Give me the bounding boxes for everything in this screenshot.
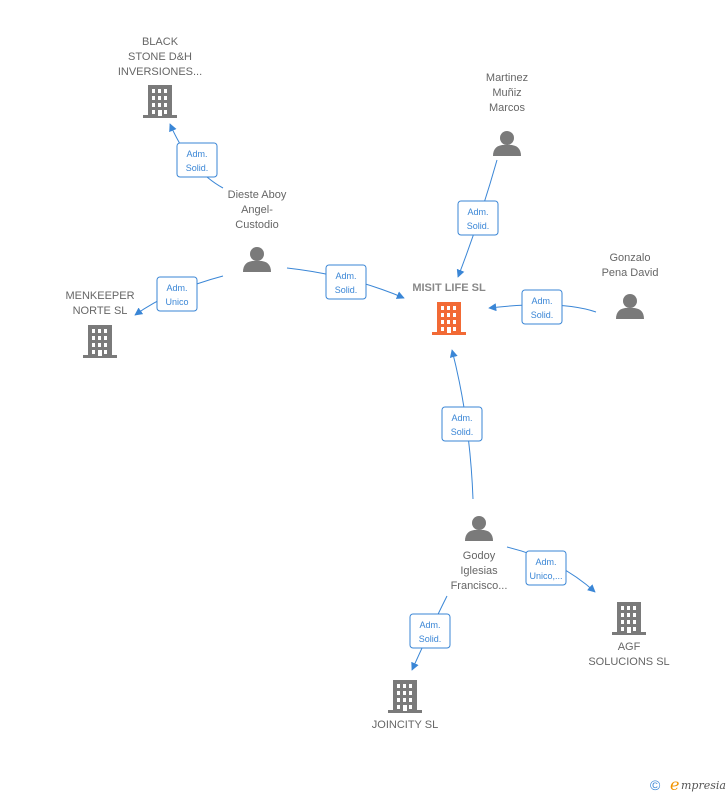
building-icon bbox=[432, 302, 466, 335]
node-misit[interactable]: MISIT LIFE SL bbox=[412, 282, 486, 335]
role-box bbox=[521, 289, 563, 325]
edge-dieste-to-menkeeper: Adm. Unico bbox=[134, 275, 224, 316]
building-icon bbox=[388, 680, 422, 713]
edge-dieste-to-misit: Adm. Solid. bbox=[286, 264, 405, 300]
role-label: Adm. bbox=[451, 413, 472, 423]
node-joincity[interactable]: JOINCITY SL bbox=[372, 680, 438, 731]
role-label: Unico bbox=[165, 297, 188, 307]
role-box bbox=[156, 276, 198, 312]
node-label: Dieste Aboy bbox=[228, 189, 287, 201]
person-icon bbox=[243, 247, 271, 272]
role-box bbox=[441, 406, 483, 442]
building-icon bbox=[83, 325, 117, 358]
edges-layer: Adm.Solid.Adm.UnicoAdm.Solid.Adm.Solid.A… bbox=[134, 123, 597, 671]
edge-godoy-to-misit: Adm. Solid. bbox=[441, 349, 483, 500]
role-box bbox=[176, 142, 218, 178]
role-label: Solid. bbox=[531, 310, 554, 320]
role-label: Solid. bbox=[467, 221, 490, 231]
nodes-layer: BLACK STONE D&H INVERSIONES... MartinezMuñi… bbox=[65, 36, 669, 731]
node-label: STONE D&H bbox=[128, 51, 192, 63]
node-label: NORTE SL bbox=[73, 305, 128, 317]
node-label: Custodio bbox=[235, 219, 278, 231]
copyright-symbol: © bbox=[650, 777, 661, 793]
node-black-stone[interactable]: BLACK STONE D&H INVERSIONES... bbox=[118, 36, 202, 118]
edge-godoy-to-agf: Adm. Unico,... bbox=[506, 546, 596, 593]
node-label: Angel- bbox=[241, 204, 273, 216]
brand-initial: e bbox=[670, 775, 679, 794]
role-label: Unico,... bbox=[529, 571, 562, 581]
node-menkeeper[interactable]: MENKEEPER NORTE SL bbox=[65, 290, 135, 358]
node-label: MISIT LIFE SL bbox=[412, 282, 486, 294]
role-box bbox=[525, 550, 567, 586]
node-label: AGF bbox=[618, 641, 641, 653]
edge-dieste-to-black_stone: Adm. Solid. bbox=[169, 123, 224, 189]
role-label: Adm. bbox=[535, 557, 556, 567]
node-label: Gonzalo bbox=[610, 252, 651, 264]
node-label: SOLUCIONS SL bbox=[588, 656, 669, 668]
role-label: Adm. bbox=[335, 271, 356, 281]
role-label: Adm. bbox=[186, 149, 207, 159]
role-label: Adm. bbox=[531, 296, 552, 306]
edge-martinez-to-misit: Adm. Solid. bbox=[456, 159, 499, 278]
node-label: MENKEEPER bbox=[65, 290, 134, 302]
node-label: INVERSIONES... bbox=[118, 66, 202, 78]
role-label: Solid. bbox=[186, 163, 209, 173]
role-label: Solid. bbox=[451, 427, 474, 437]
node-godoy[interactable]: GodoyIglesiasFrancisco... bbox=[451, 516, 508, 592]
role-label: Adm. bbox=[467, 207, 488, 217]
person-icon bbox=[616, 294, 644, 319]
node-label: Pena David bbox=[602, 267, 659, 279]
role-label: Adm. bbox=[166, 283, 187, 293]
node-label: JOINCITY SL bbox=[372, 719, 438, 731]
role-label: Adm. bbox=[419, 620, 440, 630]
brand-name: mpresia bbox=[681, 779, 726, 792]
building-icon bbox=[143, 85, 177, 118]
role-box bbox=[409, 613, 451, 649]
role-label: Solid. bbox=[419, 634, 442, 644]
person-icon bbox=[465, 516, 493, 541]
building-icon bbox=[612, 602, 646, 635]
role-label: Solid. bbox=[335, 285, 358, 295]
edge-godoy-to-joincity: Adm. Solid. bbox=[409, 595, 451, 671]
role-box bbox=[457, 200, 499, 236]
node-label: BLACK bbox=[142, 36, 179, 48]
person-icon bbox=[493, 131, 521, 156]
empresia-watermark: © e mpresia bbox=[650, 775, 726, 794]
node-label: Francisco... bbox=[451, 580, 508, 592]
node-label: Martinez bbox=[486, 72, 528, 84]
node-agf[interactable]: AGF SOLUCIONS SL bbox=[588, 602, 670, 668]
node-label: Iglesias bbox=[460, 565, 498, 577]
node-label: Marcos bbox=[489, 102, 526, 114]
node-label: Godoy bbox=[463, 550, 496, 562]
edge-gonzalo-to-misit: Adm. Solid. bbox=[488, 289, 597, 325]
node-label: Muñiz bbox=[492, 87, 521, 99]
role-box bbox=[325, 264, 367, 300]
